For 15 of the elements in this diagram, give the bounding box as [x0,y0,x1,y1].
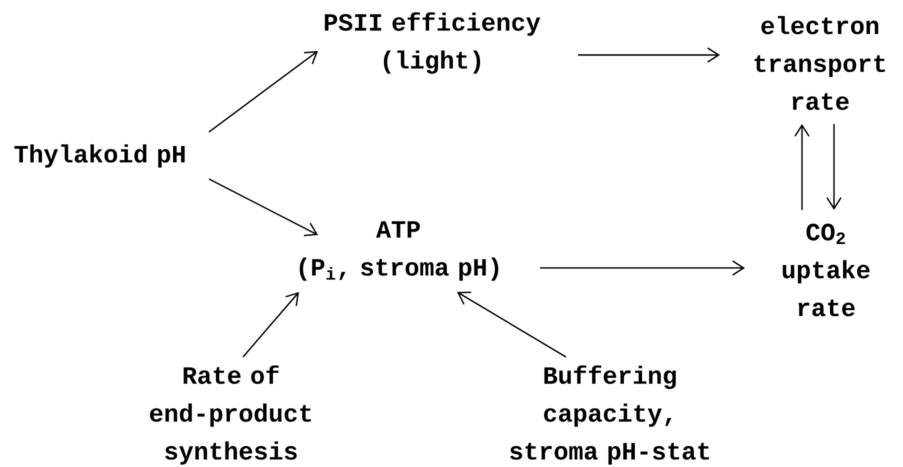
arrow [826,124,842,210]
node-label: PSII efficiency (light) [324,12,540,74]
node-label: Thylakoid pH [14,144,185,168]
arrow [578,47,720,63]
arrow [208,178,318,236]
arrow [540,260,745,276]
node-label: ATP (P$_{i}$, stroma pH) [300,221,498,281]
node-label: Rate of end-product synthesis [150,365,311,465]
node-label: Buffering capacity, stroma pH-stat [510,365,709,465]
node-label: CO$_{2}$ uptake rate [782,224,870,316]
arrow [457,292,566,358]
arrow [208,50,318,133]
arrow [242,292,299,358]
node-label: electron transport rate [754,16,885,110]
arrow [794,124,810,210]
